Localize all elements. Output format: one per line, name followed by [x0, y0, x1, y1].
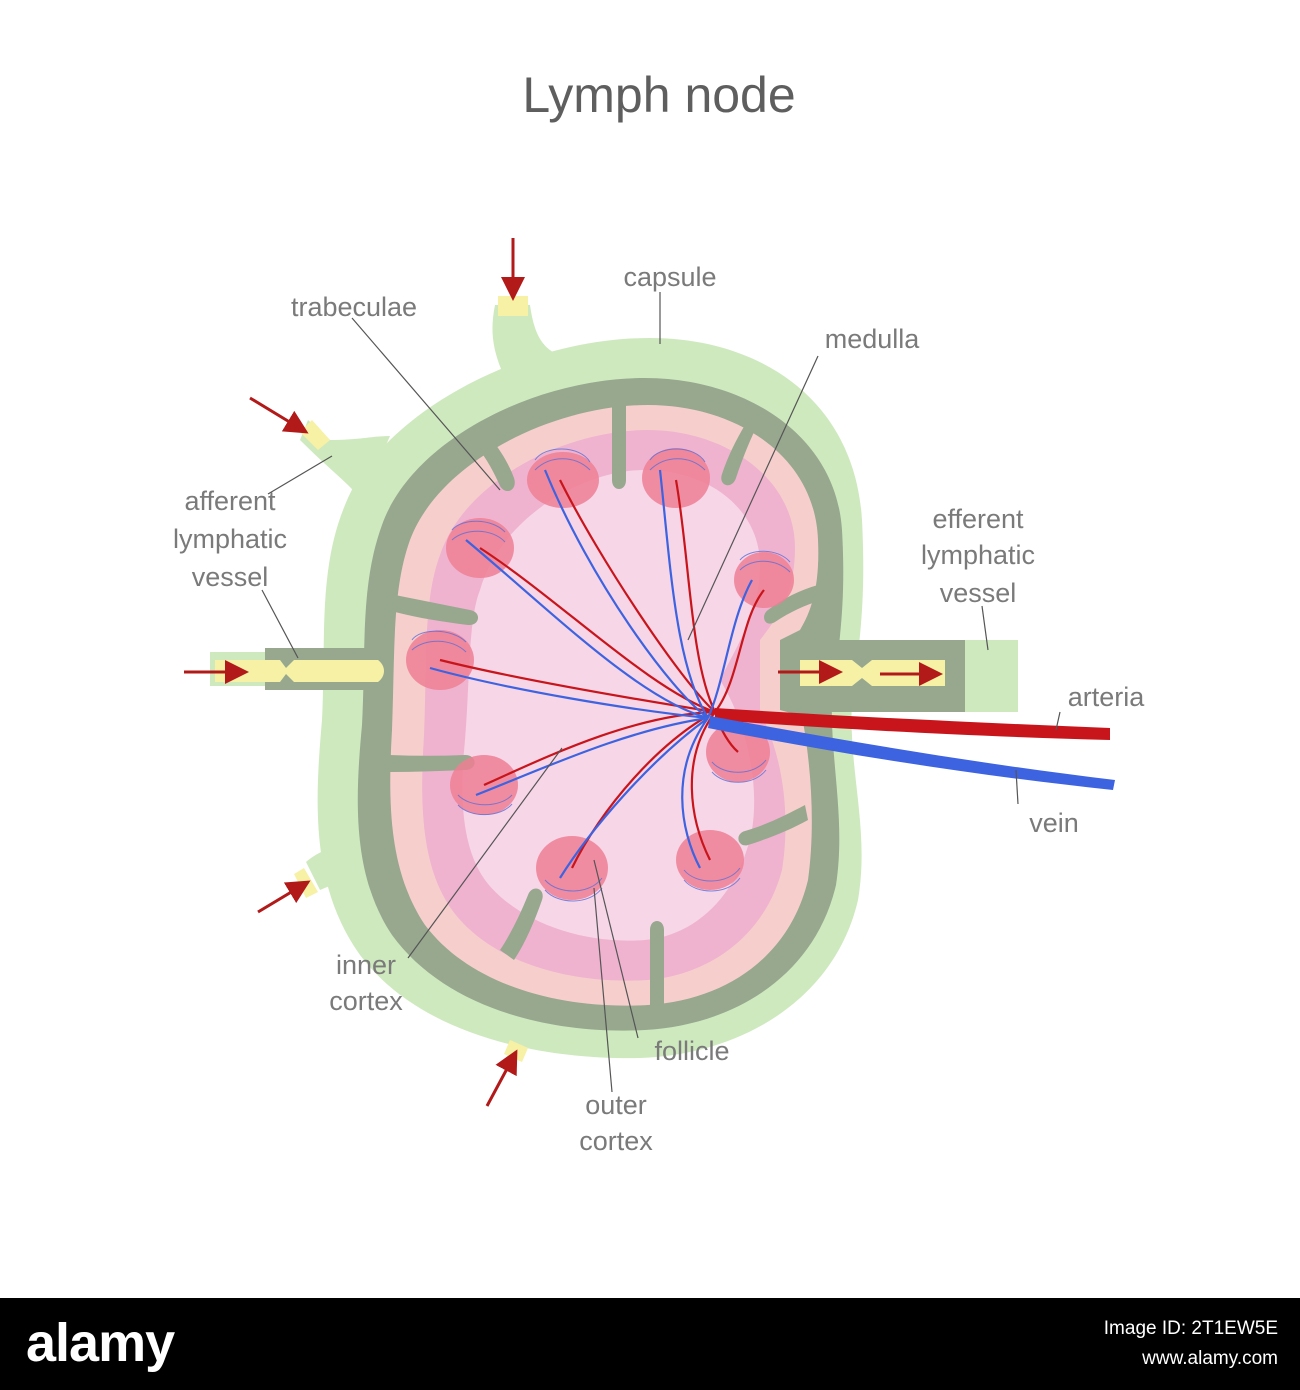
label-efferent-line3: vessel — [940, 578, 1017, 608]
label-outer-cortex-line2: cortex — [579, 1126, 653, 1156]
follicle-3 — [734, 552, 794, 608]
artery — [715, 708, 1110, 740]
arrow-bottom — [485, 1049, 518, 1107]
label-outer-cortex-line1: outer — [585, 1090, 647, 1120]
footer-bar: alamy Image ID: 2T1EW5E www.alamy.com — [0, 1298, 1300, 1390]
label-afferent-line2: lymphatic — [173, 524, 287, 554]
label-follicle: follicle — [654, 1036, 729, 1066]
label-afferent-line3: vessel — [192, 562, 269, 592]
arrow-upper-left — [249, 396, 309, 434]
internal-vessels — [429, 469, 765, 879]
vein — [708, 716, 1115, 790]
label-afferent-line1: afferent — [184, 486, 276, 516]
follicle-1 — [527, 452, 599, 508]
diagram-title: Lymph node — [522, 67, 795, 123]
arrow-lower-left — [257, 880, 311, 914]
alamy-logo: alamy — [26, 1313, 175, 1373]
site-url-text: www.alamy.com — [1142, 1348, 1278, 1369]
label-medulla: medulla — [825, 324, 921, 354]
label-inner-cortex-line2: cortex — [329, 986, 403, 1016]
label-efferent-line2: lymphatic — [921, 540, 1035, 570]
labels: capsule trabeculae medulla afferent lymp… — [173, 262, 1145, 1156]
label-capsule: capsule — [623, 262, 716, 292]
flow-arrows — [184, 238, 943, 1107]
leader-lines — [261, 292, 1061, 1093]
label-efferent-line1: efferent — [932, 504, 1024, 534]
image-id-text: Image ID: 2T1EW5E — [1103, 1318, 1278, 1339]
label-vein: vein — [1029, 808, 1079, 838]
label-trabeculae: trabeculae — [291, 292, 417, 322]
label-arteria: arteria — [1068, 682, 1146, 712]
septa — [390, 400, 822, 1005]
label-inner-cortex-line1: inner — [336, 950, 396, 980]
